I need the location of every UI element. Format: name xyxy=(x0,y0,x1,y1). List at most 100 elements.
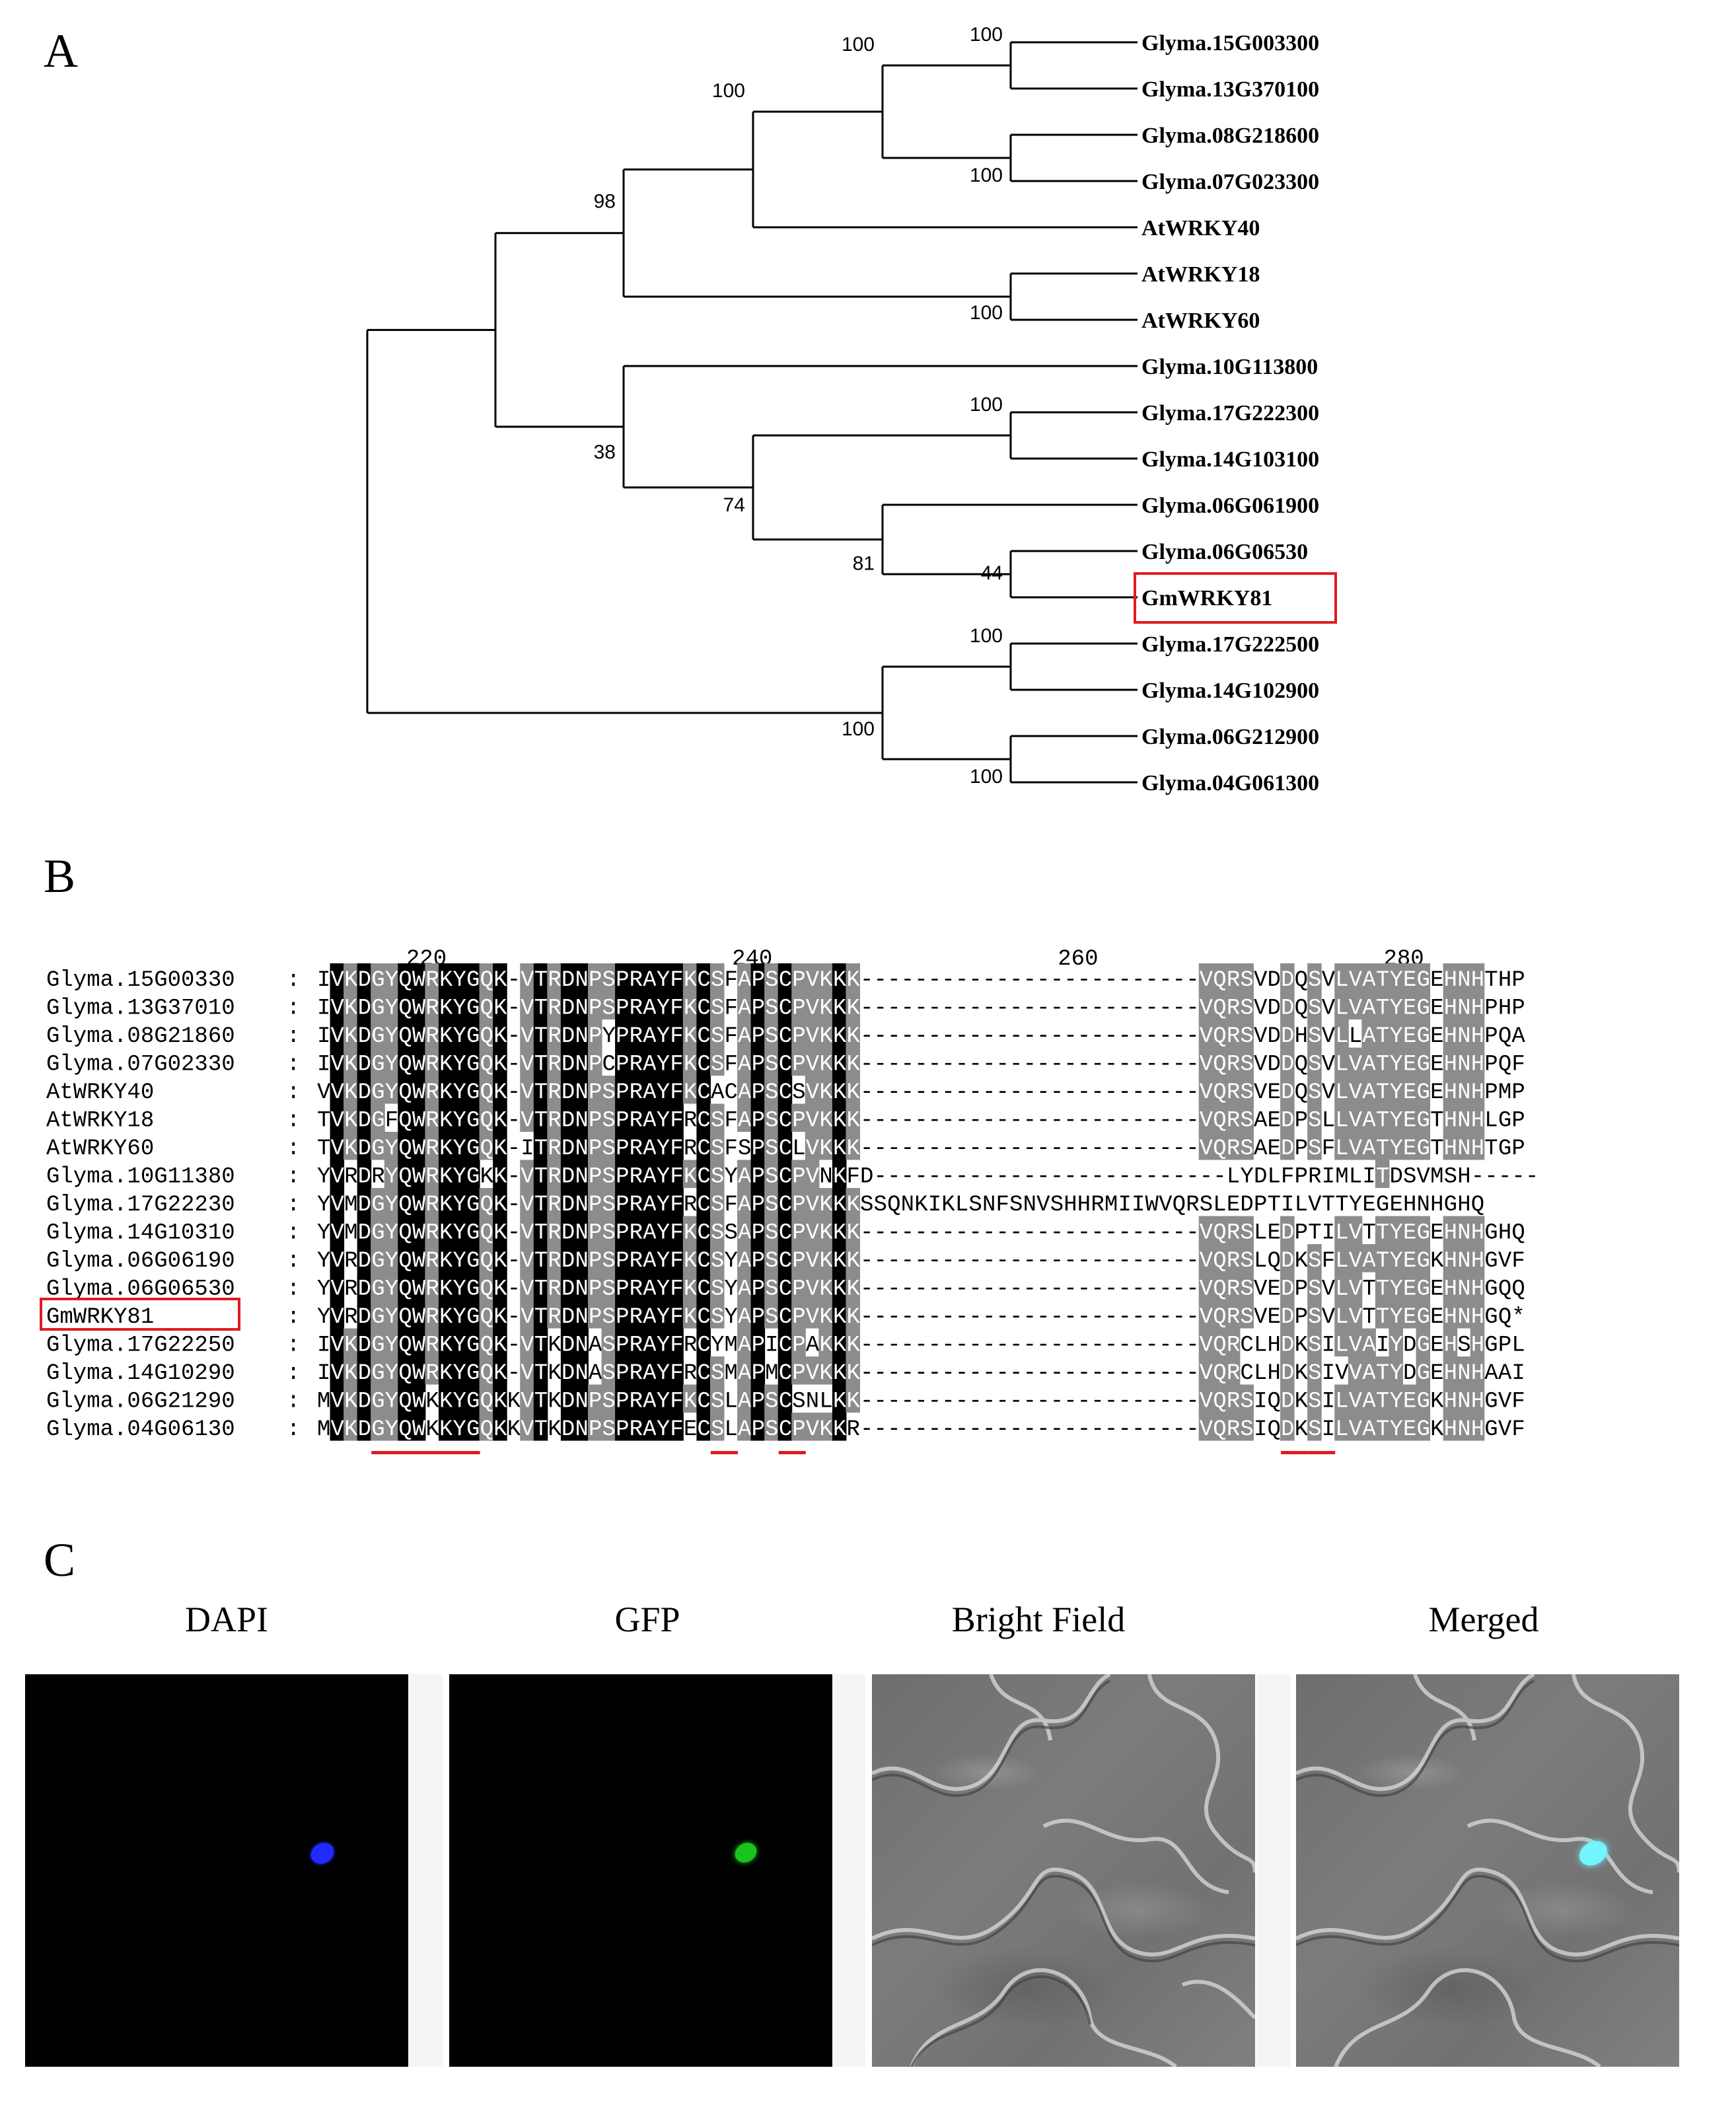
residue: - xyxy=(968,1165,982,1190)
residue: Q xyxy=(1213,1417,1226,1442)
residue: K xyxy=(493,968,507,993)
residue-shade xyxy=(384,1132,399,1160)
residue: - xyxy=(1173,968,1186,993)
residue: V xyxy=(331,1165,345,1190)
residue: - xyxy=(860,1053,873,1078)
residue: H xyxy=(1295,1024,1308,1049)
residue-shade xyxy=(384,991,399,1019)
residue: S xyxy=(765,1221,778,1246)
residue: - xyxy=(996,1024,1009,1049)
residue: G xyxy=(1417,1221,1430,1246)
residue: I xyxy=(1322,1333,1335,1358)
residue: F xyxy=(725,1193,738,1218)
residue: P xyxy=(752,1109,765,1134)
residue: - xyxy=(1104,1165,1118,1190)
residue: R xyxy=(548,1305,561,1330)
residue-shade xyxy=(466,1019,480,1048)
residue: - xyxy=(996,1109,1009,1134)
residue: - xyxy=(968,1024,982,1049)
residue: H xyxy=(1471,968,1484,993)
residue: S xyxy=(602,1361,616,1386)
residue: R xyxy=(1227,1361,1240,1386)
residue: Q xyxy=(480,1390,493,1415)
residue: S xyxy=(1308,1249,1321,1274)
residue: P xyxy=(792,1417,805,1442)
residue: - xyxy=(1023,1024,1036,1049)
residue: G xyxy=(371,1221,384,1246)
residue: N xyxy=(806,1390,819,1415)
residue-shade xyxy=(846,963,860,992)
residue: C xyxy=(697,1277,710,1302)
residue-shade xyxy=(642,991,657,1019)
residue: M xyxy=(765,1361,778,1386)
residue-shade xyxy=(547,963,561,992)
residue: G xyxy=(466,1193,480,1218)
residue: - xyxy=(955,1333,968,1358)
residue: A xyxy=(1511,1024,1525,1049)
residue-shade xyxy=(1280,1103,1295,1132)
residue: A xyxy=(1498,1361,1512,1386)
residue: S xyxy=(711,1136,724,1162)
residue: H xyxy=(1471,1417,1484,1442)
residue: K xyxy=(833,1136,847,1162)
residue: A xyxy=(711,1080,725,1105)
residue: Y xyxy=(317,1165,330,1190)
residue: P xyxy=(589,1080,602,1105)
residue-shade xyxy=(1361,991,1376,1019)
residue: K xyxy=(833,1193,847,1218)
residue-shade xyxy=(344,1132,358,1160)
residue: D xyxy=(561,1390,575,1415)
residue: K xyxy=(833,1361,847,1386)
residue-shade xyxy=(520,1047,534,1076)
residue: R xyxy=(1227,996,1240,1021)
residue: - xyxy=(1050,1053,1064,1078)
residue: - xyxy=(914,1165,927,1190)
residue: L xyxy=(1254,1333,1267,1358)
residue: Y xyxy=(385,1333,398,1358)
residue-shade xyxy=(655,1019,670,1048)
residue: C xyxy=(779,1221,792,1246)
residue: - xyxy=(1186,1305,1199,1330)
residue: V xyxy=(1200,996,1213,1021)
sequence-name: AtWRKY60 xyxy=(46,1136,154,1162)
residue: R xyxy=(1227,1053,1240,1078)
residue-shade xyxy=(533,1103,548,1132)
residue: W xyxy=(412,1136,426,1162)
residue: S xyxy=(874,1193,887,1218)
residue-shade xyxy=(357,1076,372,1104)
residue: K xyxy=(833,1333,847,1358)
sequence-name: GmWRKY81 xyxy=(46,1305,154,1330)
residue: - xyxy=(982,1024,995,1049)
residue: C xyxy=(1240,1361,1253,1386)
residue: G xyxy=(1484,1249,1498,1274)
residue: K xyxy=(439,996,453,1021)
residue-shade xyxy=(466,991,480,1019)
residue: - xyxy=(1023,1333,1036,1358)
residue: N xyxy=(575,1165,588,1190)
residue-shade xyxy=(1416,963,1431,992)
residue: - xyxy=(1023,1136,1036,1162)
residue-shade xyxy=(791,991,806,1019)
residue: - xyxy=(1186,996,1199,1021)
residue: - xyxy=(1159,1390,1172,1415)
residue: C xyxy=(779,1417,792,1442)
residue: R xyxy=(344,1277,357,1302)
residue: F xyxy=(725,996,738,1021)
residue: V xyxy=(1036,1193,1050,1218)
residue: F xyxy=(996,1193,1009,1218)
residue-shade xyxy=(1470,991,1485,1019)
residue: A xyxy=(738,1333,752,1358)
residue: - xyxy=(955,1361,968,1386)
residue: Q xyxy=(1295,996,1308,1021)
residue-shade xyxy=(669,1047,684,1076)
residue: S xyxy=(1308,1361,1321,1386)
residue: D xyxy=(1403,1333,1416,1358)
residue: V xyxy=(331,1024,345,1049)
bootstrap-label: 100 xyxy=(970,766,1003,788)
residue: K xyxy=(439,1109,453,1134)
residue-shade xyxy=(344,991,358,1019)
residue: K xyxy=(493,1361,507,1386)
residue: - xyxy=(1104,1361,1118,1386)
residue: K xyxy=(507,1390,521,1415)
residue: - xyxy=(955,1277,968,1302)
